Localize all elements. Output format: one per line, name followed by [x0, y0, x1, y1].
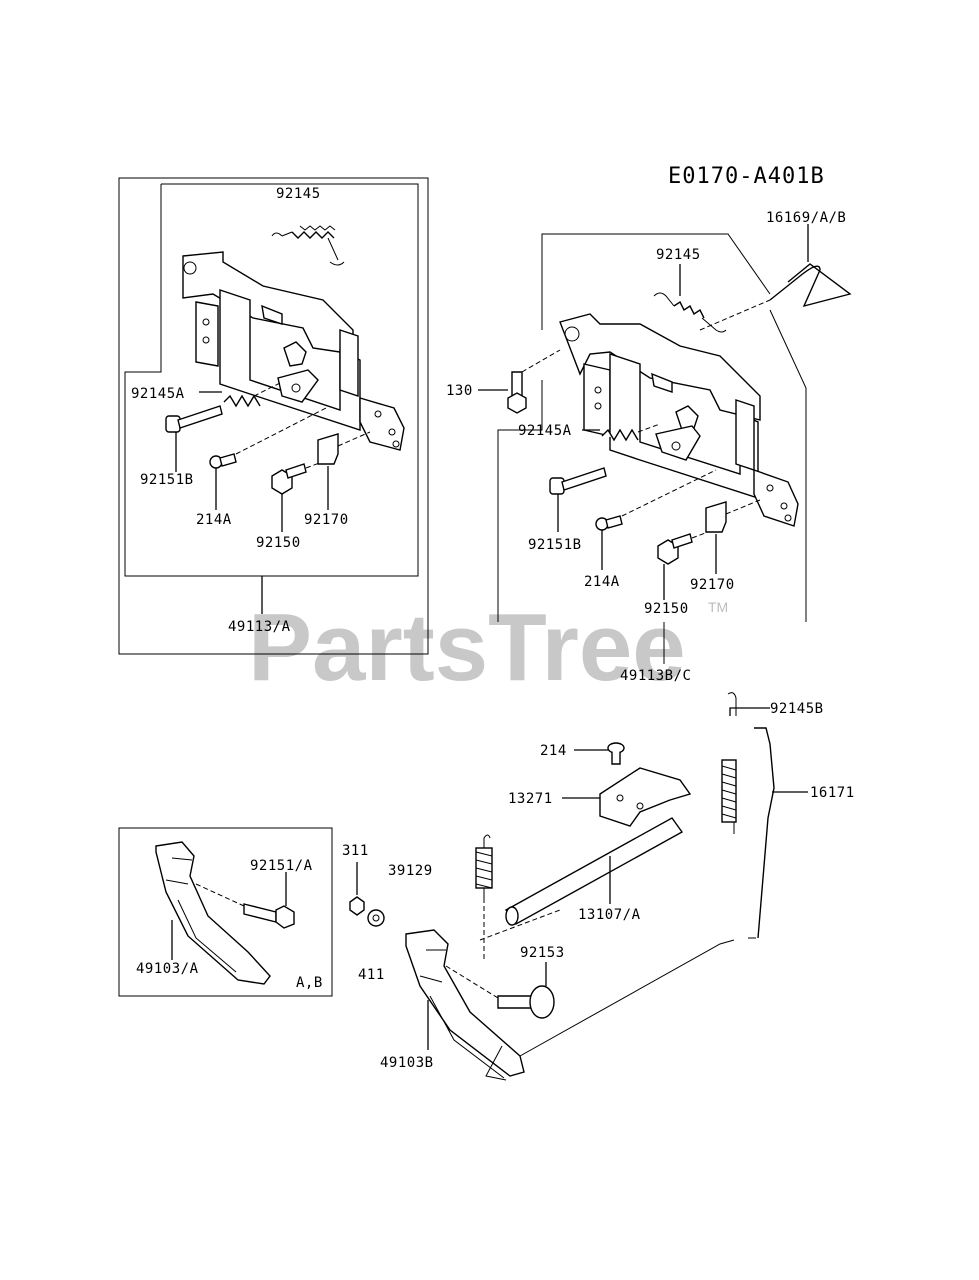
label-13107a: 13107/A — [578, 907, 641, 923]
clip-92170-right — [705, 499, 761, 574]
bolt-92150-left — [271, 461, 323, 532]
bracket-top — [541, 233, 771, 330]
spring-92145a-left — [223, 394, 261, 408]
label-92170-left: 92170 — [304, 512, 349, 528]
label-92151b-left: 92151B — [140, 472, 194, 488]
screw-214a-left — [209, 407, 327, 510]
pin-92153 — [445, 962, 555, 1019]
lever-49103a — [155, 841, 271, 985]
screw-214a-right — [595, 469, 717, 570]
bolt-92150-right — [657, 531, 709, 600]
panel-outer-frame — [118, 177, 429, 655]
label-13271: 13271 — [508, 791, 553, 807]
label-16171: 16171 — [810, 785, 855, 801]
clip-16169 — [699, 224, 852, 331]
watermark: PartsTree — [248, 594, 686, 701]
label-92150-right: 92150 — [644, 601, 689, 617]
shaft-13107a — [504, 817, 684, 926]
spring-92145-left — [271, 225, 345, 266]
plate-13271 — [562, 767, 692, 827]
spring-39129 — [475, 834, 493, 960]
washer-411 — [367, 909, 385, 927]
label-92151a: 92151/A — [250, 858, 313, 874]
bolt-92151b-right — [549, 467, 607, 532]
panel-inner-frame — [124, 183, 419, 577]
clip-92170-left — [317, 431, 371, 510]
assembly-49113bc: 16169/A/B 92145 130 92145A 92151B 214A 9… — [446, 210, 852, 684]
label-214: 214 — [540, 743, 567, 759]
label-214a-right: 214A — [584, 574, 620, 590]
label-92145-right: 92145 — [656, 247, 701, 263]
control-plate-left — [182, 251, 405, 451]
label-16169: 16169/A/B — [766, 210, 846, 226]
lower-assembly: 92145B 214 13271 16171 311 39129 13107/A… — [342, 692, 855, 1081]
label-214a-left: 214A — [196, 512, 232, 528]
label-411: 411 — [358, 967, 385, 983]
panel-49103a-frame — [118, 827, 333, 997]
nut-311 — [349, 862, 365, 916]
bolt-130 — [478, 349, 561, 414]
label-92145a-right: 92145A — [518, 423, 572, 439]
bolt-92151a — [195, 872, 295, 929]
label-49113a: 49113/A — [228, 619, 291, 635]
lever-49103b — [405, 909, 735, 1081]
spring-92145-right — [653, 264, 727, 333]
control-plate-right — [559, 313, 799, 527]
bolt-92151b-left — [165, 405, 223, 472]
label-92170-right: 92170 — [690, 577, 735, 593]
screw-214 — [574, 742, 625, 765]
label-92153: 92153 — [520, 945, 565, 961]
label-49103b: 49103B — [380, 1055, 434, 1071]
panel-49113a: 92145 92145A 92151B 214A 92170 92150 491… — [118, 177, 429, 655]
label-92151b-right: 92151B — [528, 537, 582, 553]
panel-49103a: 92151/A 49103/A A,B — [118, 827, 333, 997]
label-49113bc: 49113B/C — [620, 668, 691, 684]
bracket-left — [497, 380, 543, 622]
watermark-tm: TM — [708, 599, 728, 615]
label-ab: A,B — [296, 975, 323, 991]
rod-16171 — [748, 727, 808, 939]
label-92145-left: 92145 — [276, 186, 321, 202]
spring-92145a-right — [601, 428, 639, 442]
label-92145b: 92145B — [770, 701, 824, 717]
label-49103a: 49103/A — [136, 961, 199, 977]
label-92145a-left: 92145A — [131, 386, 185, 402]
label-311: 311 — [342, 843, 369, 859]
label-130: 130 — [446, 383, 473, 399]
label-39129: 39129 — [388, 863, 433, 879]
diagram-code: E0170-A401B — [668, 164, 825, 189]
label-92150-left: 92150 — [256, 535, 301, 551]
spring-92145b — [721, 692, 770, 834]
